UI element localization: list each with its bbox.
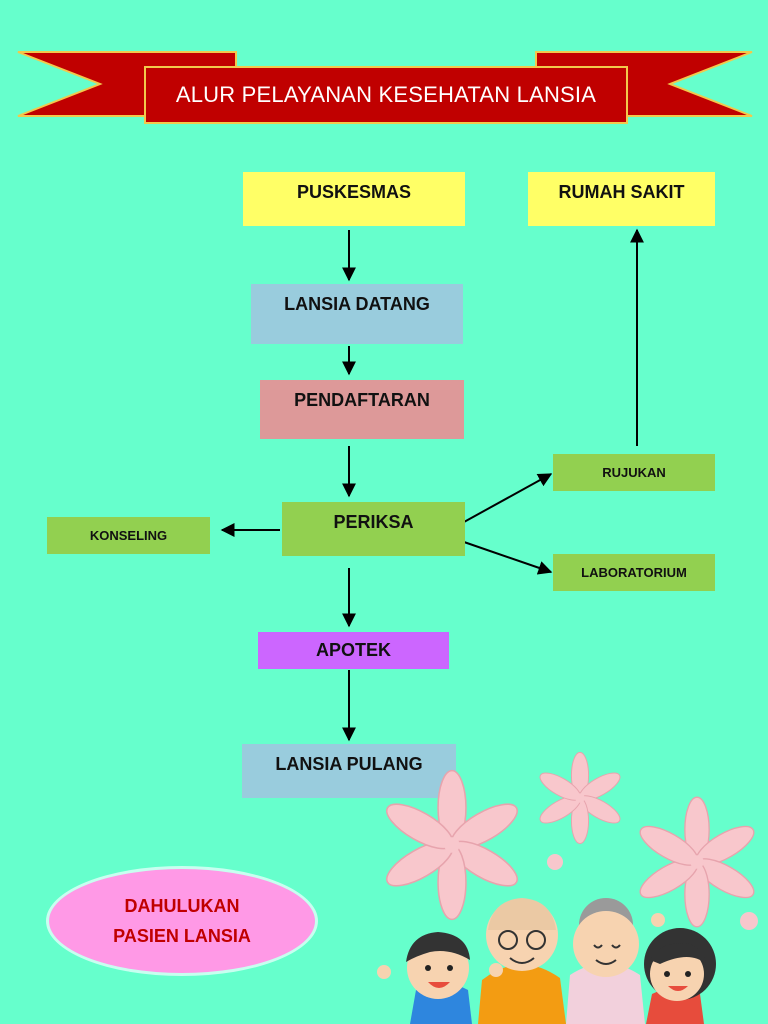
node-rumah-sakit: RUMAH SAKIT (528, 172, 715, 226)
flower-icon (535, 751, 625, 845)
node-puskesmas: PUSKESMAS (243, 172, 465, 226)
page-title: ALUR PELAYANAN KESEHATAN LANSIA (144, 66, 628, 124)
girl-illustration (644, 913, 716, 1024)
notice-ellipse: DAHULUKAN PASIEN LANSIA (46, 866, 318, 976)
notice-line-2: PASIEN LANSIA (113, 926, 251, 946)
flower-dot (740, 912, 758, 930)
notice-line-1: DAHULUKAN (124, 896, 240, 916)
elderly-woman-illustration (566, 898, 645, 1024)
flower-icon (634, 796, 760, 928)
node-rujukan: RUJUKAN (553, 454, 715, 491)
flower-icon (379, 769, 525, 921)
flower-dot (547, 854, 563, 870)
arrow-periksa-to-laboratorium (463, 541, 553, 575)
node-pendaftaran: PENDAFTARAN (260, 380, 464, 439)
node-konseling: KONSELING (47, 517, 210, 554)
node-periksa: PERIKSA (282, 502, 465, 556)
node-lansia-pulang: LANSIA PULANG (242, 744, 456, 798)
boy-illustration (377, 932, 503, 1024)
elderly-man-illustration (478, 898, 566, 1024)
node-lansia-datang: LANSIA DATANG (251, 284, 463, 344)
arrow-periksa-to-rujukan (463, 473, 553, 523)
node-laboratorium: LABORATORIUM (553, 554, 715, 591)
node-apotek: APOTEK (258, 632, 449, 669)
